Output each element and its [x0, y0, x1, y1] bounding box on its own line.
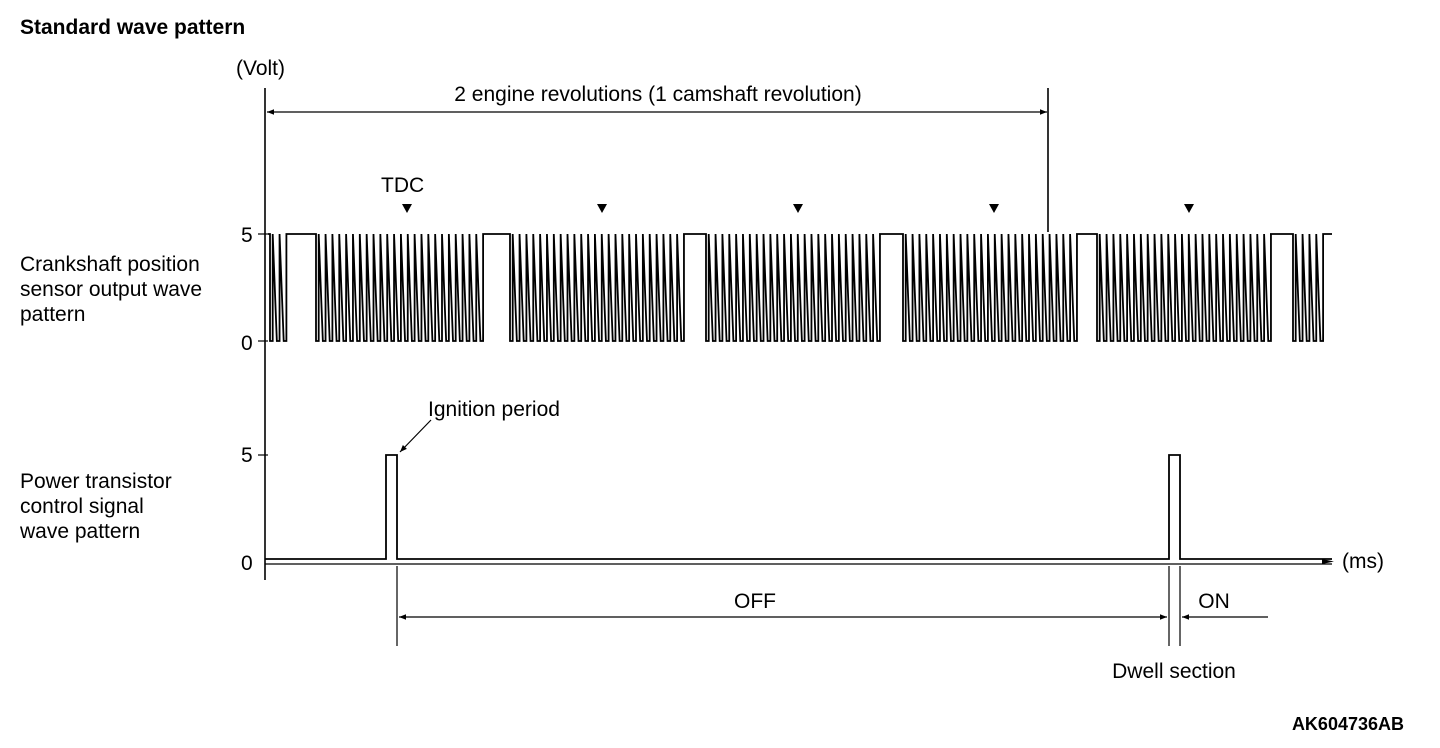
crank-label: Crankshaft position sensor output wave p… — [20, 253, 202, 326]
on-label: ON — [1198, 590, 1230, 613]
crank-label-line: Crankshaft position — [20, 253, 200, 276]
crank-label-line: pattern — [20, 303, 85, 326]
ignition-period-arrow — [399, 419, 432, 453]
tdc-markers — [402, 204, 1194, 213]
tdc-marker-icon — [793, 204, 803, 213]
tdc-label: TDC — [381, 174, 424, 197]
diagram-title: Standard wave pattern — [20, 16, 245, 39]
ignition-period-label: Ignition period — [428, 398, 560, 421]
power-tick-high: 5 — [241, 444, 253, 467]
crankshaft-waveform — [268, 233, 1332, 342]
figure-code: AK604736AB — [1292, 714, 1404, 734]
y-unit-label: (Volt) — [236, 57, 285, 80]
power-label: Power transistor control signal wave pat… — [19, 470, 172, 543]
tdc-marker-icon — [1184, 204, 1194, 213]
revolution-span-label: 2 engine revolutions (1 camshaft revolut… — [454, 83, 861, 106]
crank-label-line: sensor output wave — [20, 278, 202, 301]
crank-tick-low: 0 — [241, 332, 253, 355]
power-tick-low: 0 — [241, 552, 253, 575]
tdc-marker-icon — [402, 204, 412, 213]
x-unit-label: (ms) — [1342, 550, 1384, 573]
power-transistor-waveform — [265, 454, 1332, 560]
crank-tick-high: 5 — [241, 224, 253, 247]
power-label-line: control signal — [20, 495, 144, 518]
time-axis-arrowhead — [1322, 559, 1334, 564]
tdc-marker-icon — [597, 204, 607, 213]
power-label-line: wave pattern — [19, 520, 140, 543]
power-label-line: Power transistor — [20, 470, 172, 493]
tdc-marker-icon — [989, 204, 999, 213]
dwell-section-label: Dwell section — [1112, 660, 1236, 683]
off-label: OFF — [734, 590, 776, 613]
